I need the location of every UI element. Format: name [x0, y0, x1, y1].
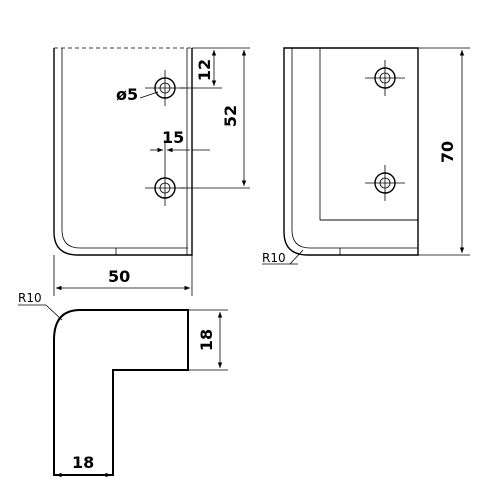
dim-hole-diameter: ø5: [116, 85, 138, 104]
dim-hole-spacing: 52: [221, 105, 240, 127]
dim-width-front: 50: [108, 267, 130, 286]
hole-bottom: [145, 170, 185, 206]
dim-hole-inset: 15: [162, 128, 184, 147]
dim-radius-side: R10: [262, 251, 286, 265]
hole-top: [145, 70, 185, 106]
profile-view: R10 18 18: [18, 291, 228, 478]
dim-radius-profile: R10: [18, 291, 42, 305]
dim-profile-leg: 18: [72, 453, 94, 472]
front-view: ø5 12 52 15 50: [53, 47, 250, 296]
side-hole-top: [365, 60, 405, 96]
dim-profile-thickness: 18: [197, 329, 216, 351]
dim-height-side: 70: [438, 141, 457, 163]
dim-hole-offset-top: 12: [195, 59, 214, 81]
side-view: 70 R10: [262, 47, 470, 265]
side-hole-bottom: [365, 165, 405, 201]
